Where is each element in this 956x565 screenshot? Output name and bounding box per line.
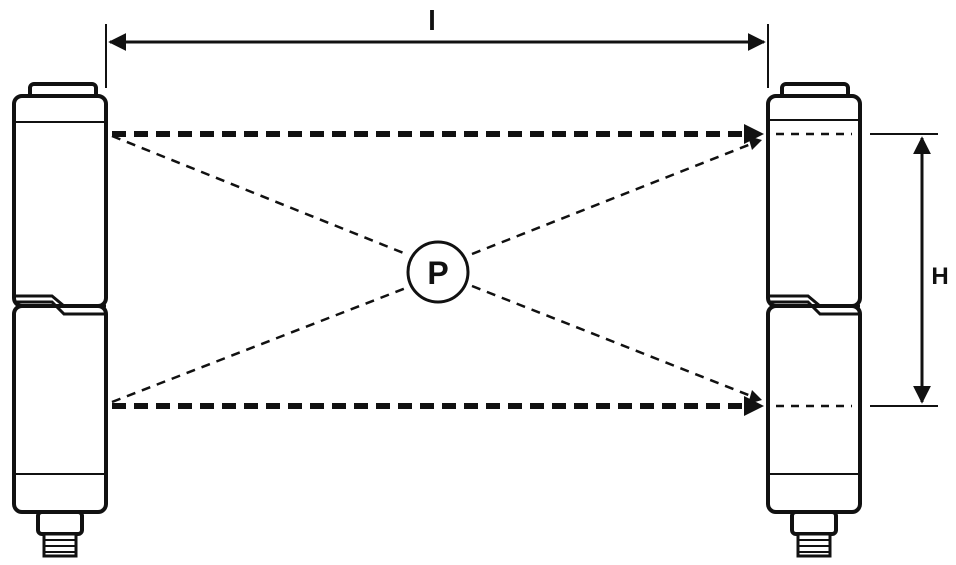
left-device-connector-base [36,510,84,536]
diagonal-beam-up-arrowhead [748,136,762,150]
right-device-connector-base [790,510,838,536]
diagonal-beam-up-continued [471,140,757,256]
left-device-lower-notch [14,300,106,316]
diagonal-beam-down-arrowhead [748,390,762,404]
point-label: P [427,255,448,291]
right-device-lower-body [766,304,862,514]
length-dimension [105,24,769,88]
height-label: H [931,263,948,290]
diagonal-beam-down-continued [471,284,757,400]
height-dimension [870,133,938,407]
diagonal-beam-down [111,134,407,256]
left-device [12,82,108,558]
length-label: l [428,5,436,36]
right-device [766,82,862,558]
diagonal-beam-up [111,286,407,404]
left-device-lower-body [12,304,108,514]
point-circle [406,240,470,304]
right-device-upper-body [766,94,862,308]
left-device-upper-body [12,94,108,308]
diagonal-beams [111,134,757,404]
right-device-lower-notch [768,300,860,316]
